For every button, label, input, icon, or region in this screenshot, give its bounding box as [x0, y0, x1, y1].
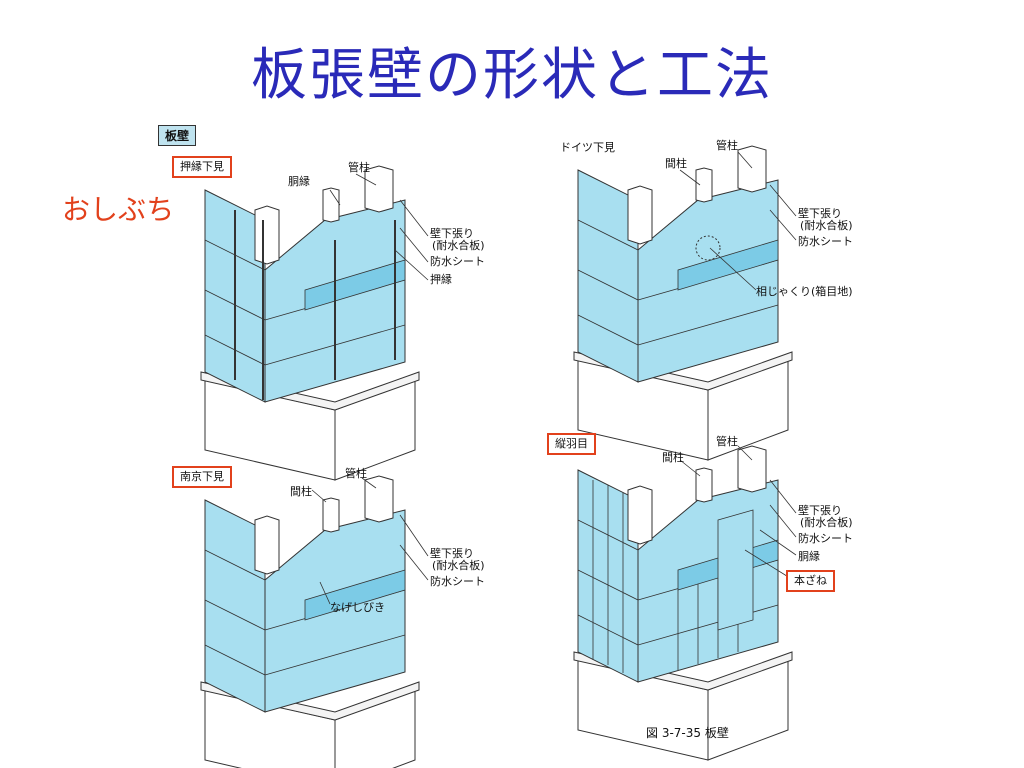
label-mabashira: 間柱 — [665, 157, 687, 170]
label-kanbashira: 管柱 — [716, 435, 738, 448]
label-kabe-sub: (耐水合板) — [432, 559, 485, 572]
label-bousui: 防水シート — [430, 575, 485, 588]
label-kanbashira: 管柱 — [348, 161, 370, 174]
label-honzane: 本ざね — [786, 570, 835, 592]
panel-name-tatehame: 縦羽目 — [547, 433, 596, 455]
diagram-tatehame — [573, 445, 793, 761]
label-kabe: 壁下張り — [430, 227, 474, 240]
label-kabe: 壁下張り — [798, 207, 842, 220]
label-kabe: 壁下張り — [798, 504, 842, 517]
label-dobuchi: 胴縁 — [288, 175, 310, 188]
diagram-doitsu — [573, 145, 793, 461]
label-bousui: 防水シート — [798, 235, 853, 248]
label-aijakuri: 相じゃくり(箱目地) — [756, 285, 853, 298]
label-kanbashira: 管柱 — [716, 139, 738, 152]
panel-name-nankin: 南京下見 — [172, 466, 232, 488]
label-kabe-sub: (耐水合板) — [800, 516, 853, 529]
leader-lines — [311, 151, 797, 605]
label-bousui: 防水シート — [798, 532, 853, 545]
section-label: 板壁 — [158, 125, 197, 146]
label-oshibuchi: 押縁 — [430, 273, 452, 286]
label-kabe-sub: (耐水合板) — [432, 239, 485, 252]
label-mabashira: 間柱 — [662, 451, 684, 464]
label-bousui: 防水シート — [430, 255, 485, 268]
slide-title: 板張壁の形状と工法 — [251, 43, 773, 108]
label-nagebiki: なげしびき — [330, 601, 385, 614]
label-kabe-sub: (耐水合板) — [800, 219, 853, 232]
annotation-oshibuchi: おしぶち — [62, 193, 175, 226]
label-mabashira: 間柱 — [290, 485, 312, 498]
label-kabe: 壁下張り — [430, 547, 474, 560]
panel-name-oshibuchi: 押縁下見 — [172, 156, 232, 178]
diagram-oshibuchi — [200, 165, 420, 481]
label-kanbashira: 管柱 — [345, 467, 367, 480]
label-dobuchi: 胴縁 — [798, 550, 820, 563]
figure-caption: 図 3-7-35 板壁 — [646, 726, 729, 740]
diagram-nankin — [200, 475, 420, 768]
panel-name-doitsu: ドイツ下見 — [560, 141, 615, 154]
